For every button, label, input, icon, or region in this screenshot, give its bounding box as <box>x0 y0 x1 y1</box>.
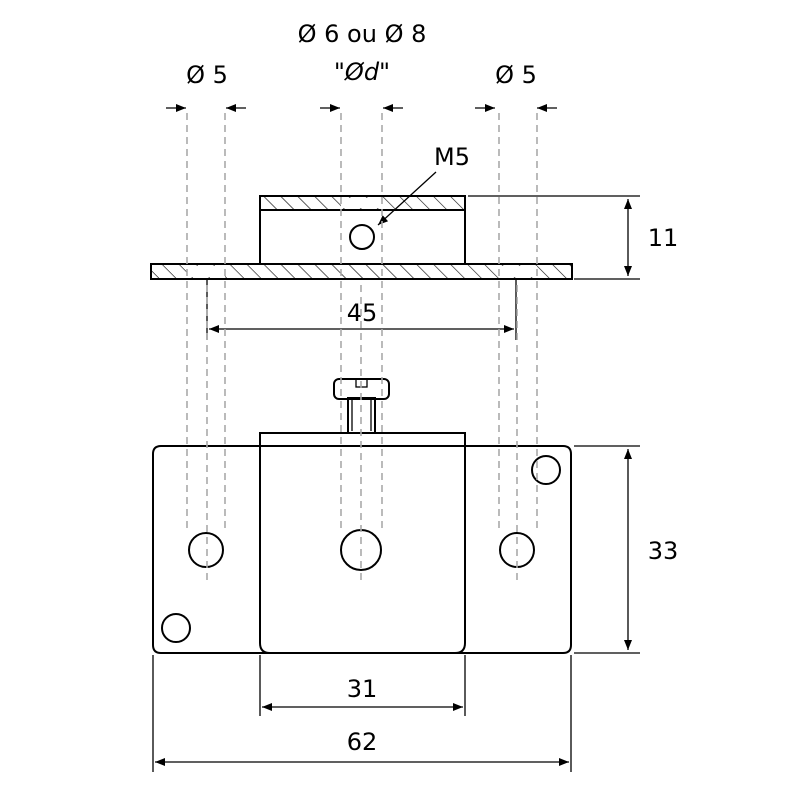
front-view <box>152 378 572 654</box>
section-view <box>150 195 573 280</box>
block-width-dimension <box>259 655 466 716</box>
plate-height-dimension <box>574 445 640 654</box>
overall-width-dimension <box>152 655 572 772</box>
front-base-plate <box>152 445 572 654</box>
height-dimension-label: 11 <box>648 224 679 252</box>
plate-height-label: 33 <box>648 537 679 565</box>
hole-spacing-label: 45 <box>347 299 378 327</box>
set-screw-hole <box>349 224 375 250</box>
block-width-label: 31 <box>347 675 378 703</box>
right-hole-diameter-label: Ø 5 <box>495 61 537 89</box>
corner-hole-top-right <box>531 455 561 485</box>
height-dimension <box>468 195 640 280</box>
left-mounting-hole <box>188 532 224 568</box>
corner-hole-bottom-left <box>161 613 191 643</box>
section-base-plate <box>150 263 573 280</box>
bore-options-label: Ø 6 ou Ø 8 <box>298 20 427 48</box>
thread-label: M5 <box>434 143 470 171</box>
bore-symbol-label: "Ød" <box>334 58 390 86</box>
thread-leader <box>377 171 437 226</box>
left-hole-diameter-label: Ø 5 <box>186 61 228 89</box>
front-center-block <box>259 432 466 654</box>
projection-lines <box>186 113 538 580</box>
overall-width-label: 62 <box>347 728 378 756</box>
